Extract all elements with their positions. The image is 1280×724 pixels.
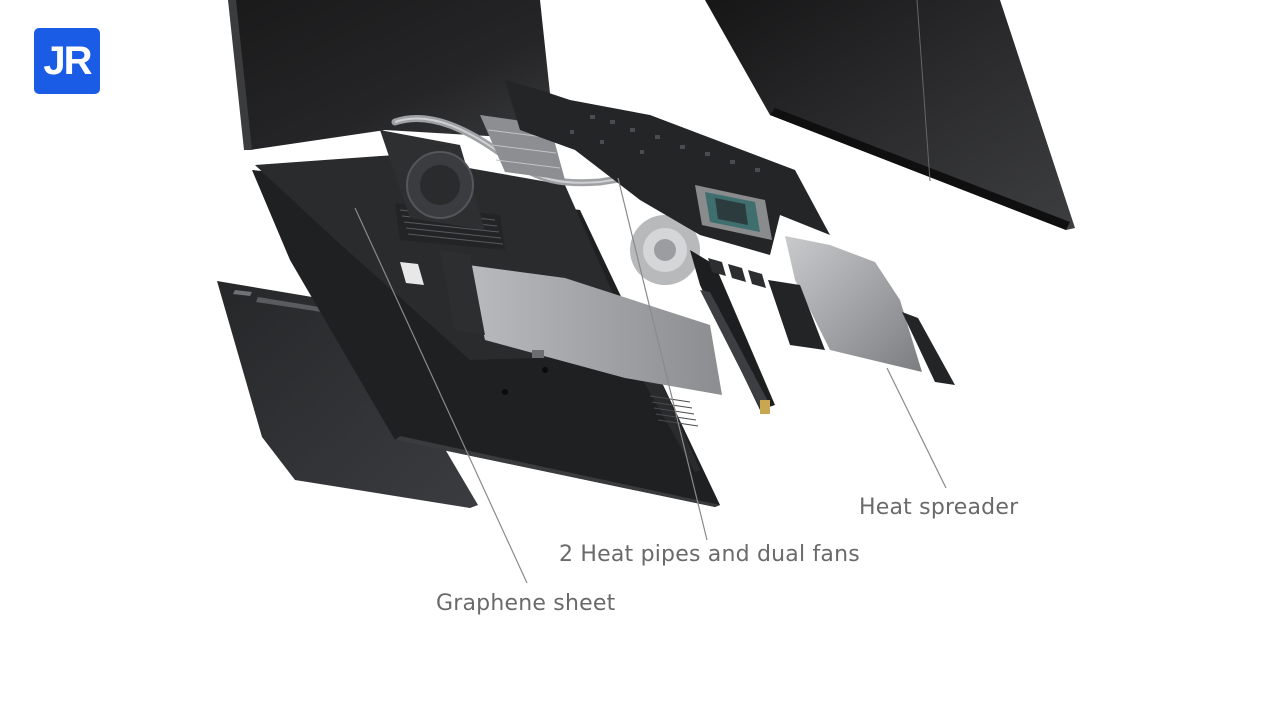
thermal-pads — [708, 258, 766, 288]
logo-text: JR — [43, 39, 92, 83]
jr-logo: JR — [34, 28, 100, 94]
leader-graphene-sheet — [354, 207, 528, 584]
heat-pipes-and-fans — [380, 115, 775, 414]
display-panel-right — [705, 0, 1075, 230]
leader-heat-pipes — [617, 177, 708, 541]
callout-heat-pipes-fans: 2 Heat pipes and dual fans — [559, 542, 860, 567]
leader-heat-spreader — [886, 367, 947, 489]
heat-spreader — [768, 236, 955, 385]
callout-graphene-sheet: Graphene sheet — [436, 591, 616, 616]
motherboard — [505, 80, 830, 255]
callout-leader-lines — [354, 177, 947, 584]
display-screen-left — [228, 0, 555, 150]
callout-heat-spreader: Heat spreader — [859, 495, 1019, 520]
battery-pack — [440, 250, 722, 395]
